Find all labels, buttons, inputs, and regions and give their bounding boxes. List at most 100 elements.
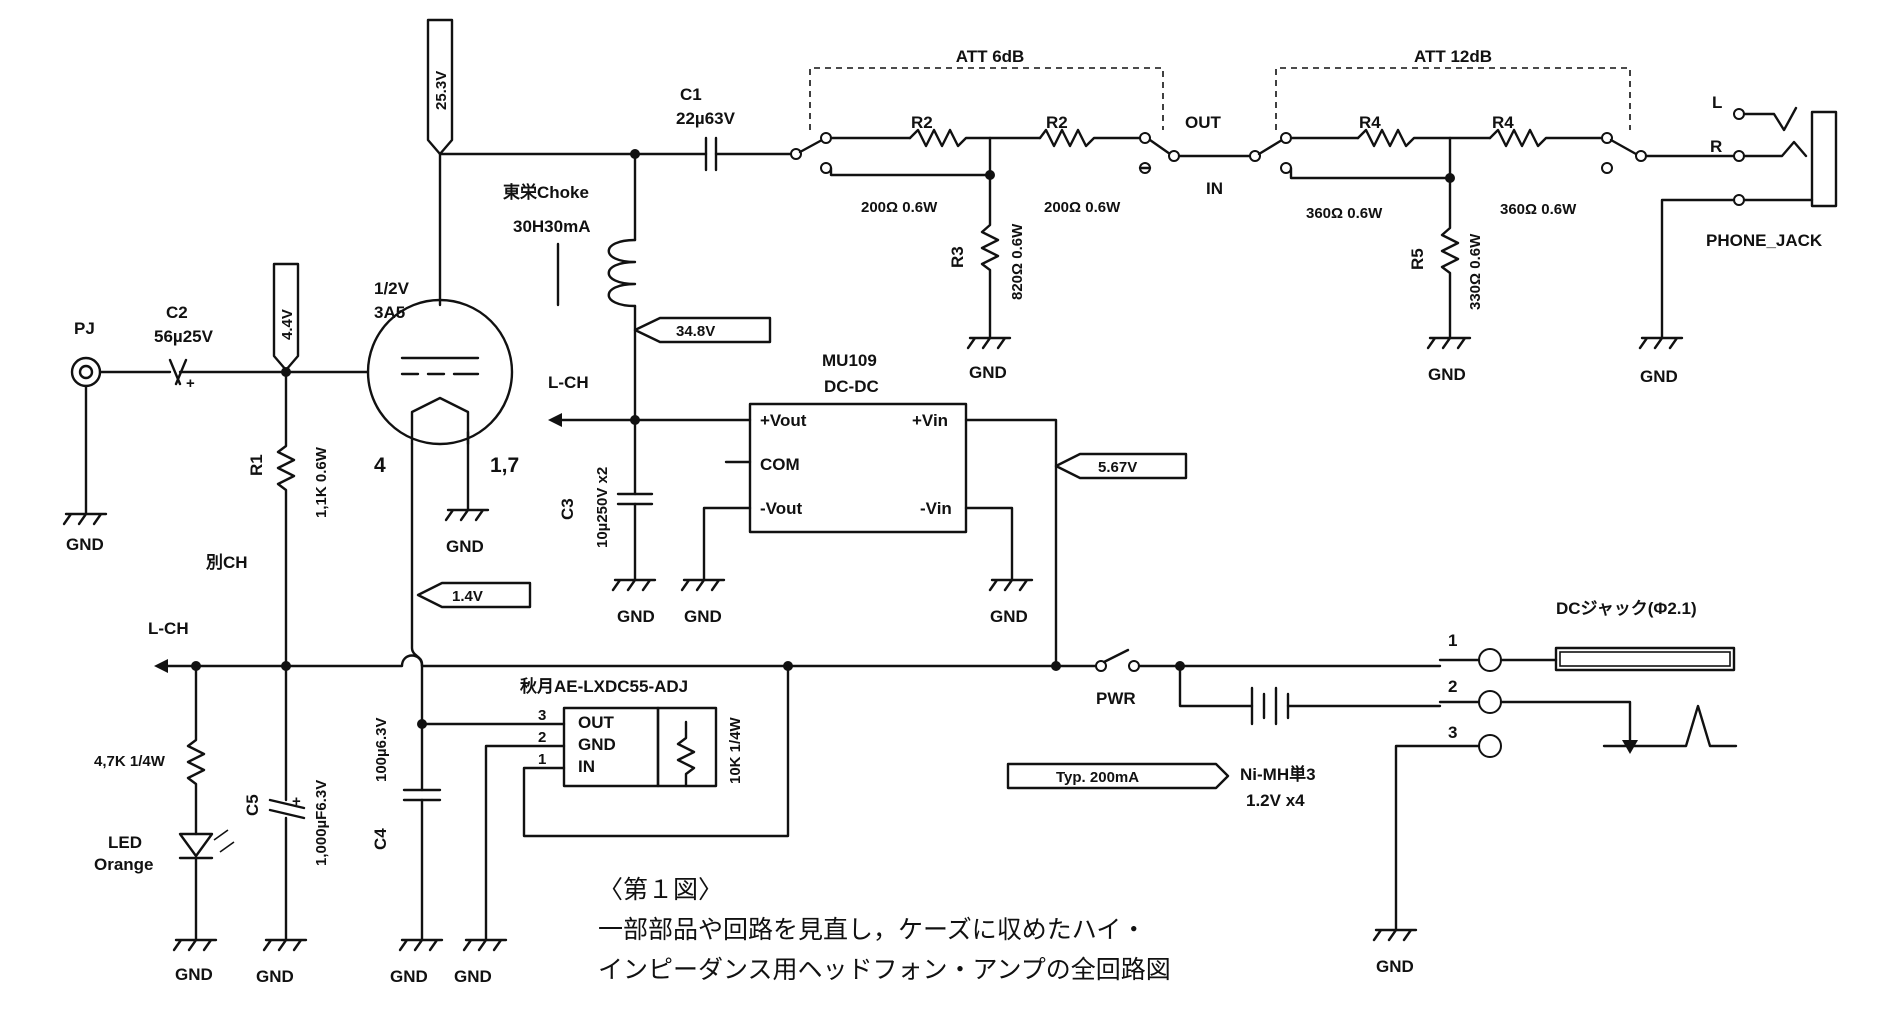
svg-text:R4: R4 xyxy=(1359,113,1381,132)
svg-text:DC-DC: DC-DC xyxy=(824,377,879,396)
svg-text:3: 3 xyxy=(538,707,546,724)
tube-3a5: 1/2V 3A5 4 1,7 xyxy=(366,279,519,512)
svg-text:330Ω 0.6W: 330Ω 0.6W xyxy=(1467,233,1484,310)
filament-lead xyxy=(410,442,424,668)
svg-text:1,1K 0.6W: 1,1K 0.6W xyxy=(313,446,330,518)
input-pj: PJ GND xyxy=(62,319,172,554)
att-12db-label: ATT 12dB xyxy=(1414,47,1492,66)
svg-text:4.4V: 4.4V xyxy=(279,309,296,340)
svg-text:GND: GND xyxy=(990,607,1028,626)
gnd-tube: GND xyxy=(444,508,490,556)
svg-text:2: 2 xyxy=(1448,677,1457,696)
svg-text:+: + xyxy=(292,793,301,810)
svg-text:34.8V: 34.8V xyxy=(676,323,715,340)
svg-text:GND: GND xyxy=(1428,365,1466,384)
gnd-r5: GND xyxy=(1426,336,1472,384)
battery-pack: Typ. 200mA Ni-MH単3 1.2V x4 xyxy=(1006,664,1442,810)
caption-line-1: 一部部品や回路を見直し，ケーズに収めたハイ・ xyxy=(598,915,1147,944)
att-6db-network: R2 R2 200Ω 0.6W 200Ω 0.6W R3 820Ω 0.6W xyxy=(790,113,1180,340)
svg-text:360Ω 0.6W: 360Ω 0.6W xyxy=(1500,201,1577,218)
svg-text:GND: GND xyxy=(1376,957,1414,976)
svg-text:4,7K 1/4W: 4,7K 1/4W xyxy=(94,753,166,770)
svg-text:COM: COM xyxy=(760,455,800,474)
svg-text:GND: GND xyxy=(390,967,428,986)
svg-text:PJ: PJ xyxy=(74,319,95,338)
tag-567v: 5.67V xyxy=(1054,452,1188,480)
svg-text:PHONE_JACK: PHONE_JACK xyxy=(1706,231,1823,250)
capacitor-c2: + C2 56µ25V xyxy=(154,303,370,392)
svg-text:R: R xyxy=(1710,137,1722,156)
svg-text:別CH: 別CH xyxy=(205,553,248,572)
svg-text:R2: R2 xyxy=(1046,113,1068,132)
capacitor-c3: C3 10µ250V x2 GND xyxy=(558,418,657,626)
svg-text:5.67V: 5.67V xyxy=(1098,459,1137,476)
svg-text:R5: R5 xyxy=(1408,248,1427,270)
svg-text:Typ. 200mA: Typ. 200mA xyxy=(1056,769,1139,786)
svg-text:L-CH: L-CH xyxy=(548,373,589,392)
svg-text:IN: IN xyxy=(578,757,595,776)
att-12db-network: R4 R4 360Ω 0.6W 360Ω 0.6W R5 330Ω 0.6W xyxy=(1257,113,1647,340)
capacitor-c1: C1 22µ63V xyxy=(633,85,794,172)
capacitor-c4: C4 100µ6.3V GND xyxy=(371,664,444,986)
svg-text:1,7: 1,7 xyxy=(490,454,519,477)
svg-text:1.4V: 1.4V xyxy=(452,588,483,605)
att-6db-label: ATT 6dB xyxy=(956,47,1025,66)
led-branch: 4,7K 1/4W LED Orange GND xyxy=(94,664,235,984)
gnd-r3: GND xyxy=(966,336,1012,382)
svg-text:360Ω 0.6W: 360Ω 0.6W xyxy=(1306,205,1383,222)
svg-text:MU109: MU109 xyxy=(822,351,877,370)
svg-text:GND: GND xyxy=(578,735,616,754)
svg-text:GND: GND xyxy=(446,537,484,556)
svg-text:1: 1 xyxy=(1448,631,1457,650)
svg-text:-Vin: -Vin xyxy=(920,499,952,518)
out-in-link: OUT IN xyxy=(1177,113,1261,198)
choke: 東栄Choke 30H30mA xyxy=(503,152,637,422)
svg-text:1.2V x4: 1.2V x4 xyxy=(1246,791,1305,810)
svg-text:GND: GND xyxy=(1640,367,1678,386)
svg-text:Ni-MH単3: Ni-MH単3 xyxy=(1240,764,1316,784)
capacitor-c5: + C5 1,000µF6.3V GND xyxy=(243,664,330,986)
svg-text:PWR: PWR xyxy=(1096,689,1136,708)
svg-text:C5: C5 xyxy=(243,794,262,816)
dcdc-mu109: MU109 DC-DC +Vout COM -Vout +Vin -Vin GN… xyxy=(680,351,1058,668)
svg-text:10µ250V x2: 10µ250V x2 xyxy=(594,467,611,548)
svg-text:25.3V: 25.3V xyxy=(433,71,450,110)
regulator-ae-lxdc55: 秋月AE-LXDC55-ADJ OUT GND IN 3 2 1 GND 10K… xyxy=(420,664,790,986)
svg-text:LED: LED xyxy=(108,833,142,852)
svg-text:3: 3 xyxy=(1448,723,1457,742)
gnd-jack: GND xyxy=(1638,336,1684,386)
svg-text:200Ω 0.6W: 200Ω 0.6W xyxy=(861,199,938,216)
svg-text:56µ25V: 56µ25V xyxy=(154,327,214,346)
svg-text:GND: GND xyxy=(684,607,722,626)
att-6db-box: ATT 6dB xyxy=(809,47,1164,130)
svg-text:1: 1 xyxy=(538,751,546,768)
svg-text:820Ω 0.6W: 820Ω 0.6W xyxy=(1009,223,1026,300)
figure-number: 〈第１図〉 xyxy=(598,875,724,904)
svg-text:OUT: OUT xyxy=(578,713,615,732)
svg-text:100µ6.3V: 100µ6.3V xyxy=(373,717,390,782)
svg-text:GND: GND xyxy=(454,967,492,986)
plate-voltage-tag: 25.3V xyxy=(426,18,454,156)
svg-text:GND: GND xyxy=(969,363,1007,382)
svg-text:+Vin: +Vin xyxy=(912,411,948,430)
dc-jack: DCジャック(Φ2.1) 1 2 3 GND xyxy=(1372,599,1738,976)
svg-text:2: 2 xyxy=(538,729,546,746)
svg-text:30H30mA: 30H30mA xyxy=(513,217,591,236)
svg-text:GND: GND xyxy=(256,967,294,986)
svg-text:GND: GND xyxy=(175,965,213,984)
grid-voltage-tag: 4.4V xyxy=(272,262,300,372)
svg-text:R1: R1 xyxy=(247,454,266,476)
svg-text:10K 1/4W: 10K 1/4W xyxy=(727,716,744,784)
svg-text:GND: GND xyxy=(66,535,104,554)
svg-text:GND: GND xyxy=(617,607,655,626)
svg-text:R3: R3 xyxy=(948,246,967,268)
svg-text:C3: C3 xyxy=(558,498,577,520)
svg-text:L: L xyxy=(1712,93,1722,112)
svg-text:200Ω 0.6W: 200Ω 0.6W xyxy=(1044,199,1121,216)
phone-jack: L R PHONE_JACK xyxy=(1644,93,1838,340)
caption-line-2: インピーダンス用ヘッドフォン・アンプの全回路図 xyxy=(598,955,1171,984)
svg-text:C1: C1 xyxy=(680,85,702,104)
svg-text:1/2V: 1/2V xyxy=(374,279,410,298)
